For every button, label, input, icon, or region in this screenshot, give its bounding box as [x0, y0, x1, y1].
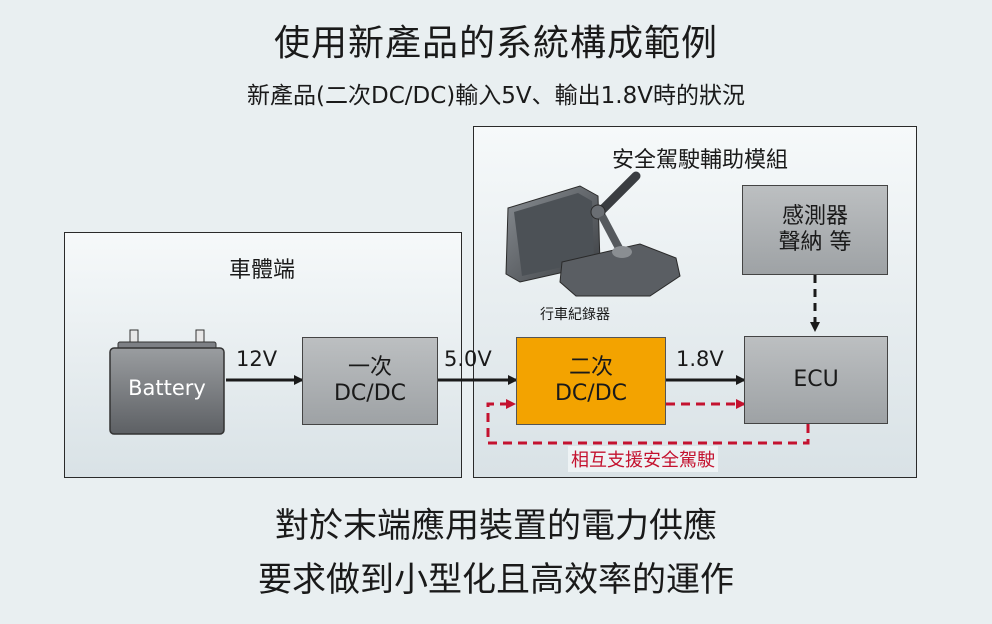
conclusion-line2: 要求做到小型化且高效率的運作 [258, 560, 734, 600]
sensor-line2: 聲納 等 [778, 230, 852, 255]
battery-label: Battery [128, 376, 206, 400]
dashcam-icon [505, 171, 681, 297]
primary-dcdc-block: 一次 DC/DC [302, 337, 438, 425]
vehicle-side-label: 車體端 [228, 258, 295, 283]
page-subtitle: 新產品(二次DC/DC)輸入5V、輸出1.8V時的狀況 [247, 83, 745, 109]
battery-icon [109, 329, 225, 435]
primary-dcdc-line2: DC/DC [333, 381, 406, 406]
sensor-block: 感測器 聲納 等 [742, 185, 888, 275]
secondary-dcdc-line2: DC/DC [554, 381, 627, 406]
ecu-block: ECU [744, 336, 888, 424]
secondary-dcdc-line1: 二次 [568, 354, 613, 380]
support-label: 相互支援安全駕駛 [568, 446, 718, 472]
primary-dcdc-line1: 一次 [347, 354, 392, 380]
sensor-line1: 感測器 [781, 203, 848, 229]
dashcam-label: 行車紀錄器 [540, 307, 610, 323]
support-loop [486, 399, 810, 445]
ecu-label: ECU [793, 366, 839, 392]
label-5v: 5.0V [444, 347, 492, 371]
adas-module-label: 安全駕駛輔助模組 [611, 148, 788, 173]
secondary-dcdc-block: 二次 DC/DC [516, 337, 666, 425]
label-12v: 12V [236, 347, 278, 371]
page-title: 使用新產品的系統構成範例 [273, 23, 718, 64]
conclusion-line1: 對於末端應用裝置的電力供應 [275, 506, 717, 546]
label-1-8v: 1.8V [676, 347, 724, 371]
